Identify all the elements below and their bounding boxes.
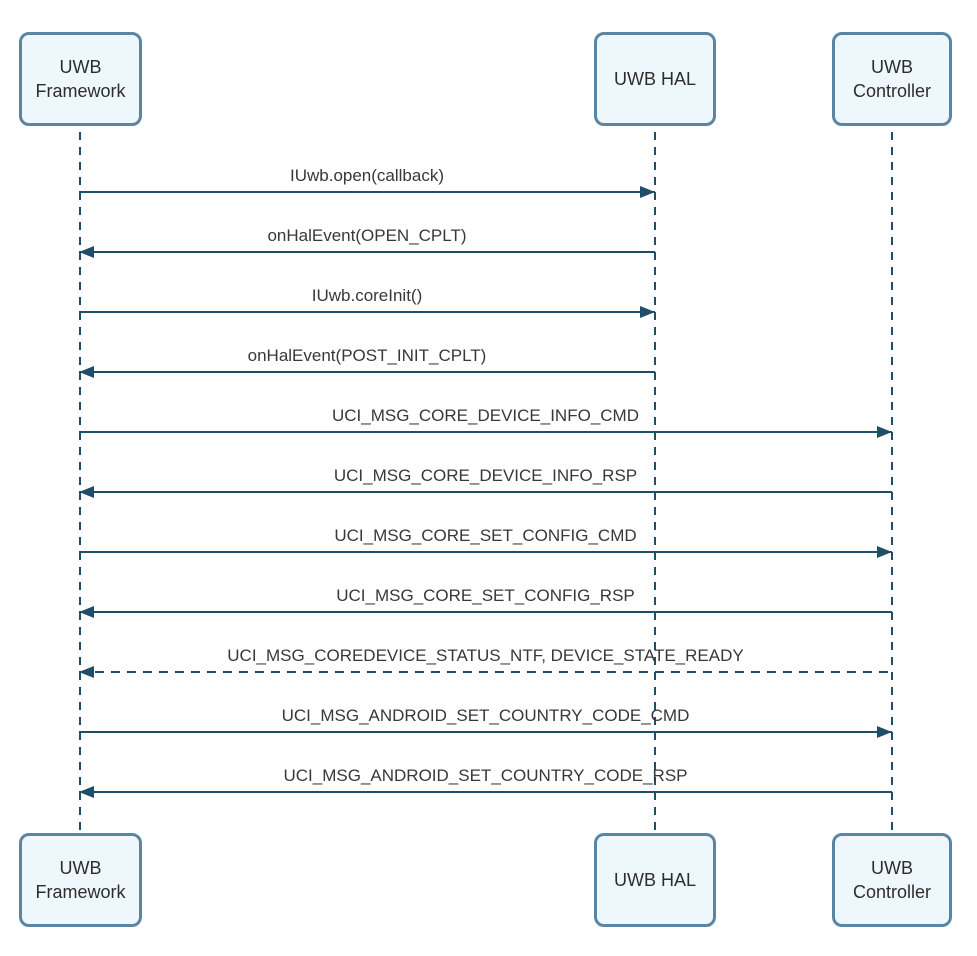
- arrowhead-right-icon: [640, 306, 655, 318]
- message-arrow: [79, 191, 655, 193]
- actor-label: UWB Controller: [852, 56, 932, 101]
- arrowhead-right-icon: [877, 426, 892, 438]
- actor-label: UWB Framework: [35, 857, 126, 902]
- arrowhead-left-icon: [79, 366, 94, 378]
- arrowhead-left-icon: [79, 606, 94, 618]
- actor-uwb-controller-top: UWB Controller: [832, 32, 952, 126]
- actor-label: UWB HAL: [613, 869, 696, 890]
- message-label: onHalEvent(POST_INIT_CPLT): [247, 346, 487, 365]
- message-device-status-ntf: UCI_MSG_COREDEVICE_STATUS_NTF, DEVICE_ST…: [79, 646, 892, 678]
- message-arrow: [79, 311, 655, 313]
- message-iuwb-coreinit: IUwb.coreInit(): [79, 286, 655, 318]
- message-arrow: [79, 551, 892, 553]
- arrowhead-left-icon: [79, 786, 94, 798]
- lifeline-uwb-framework: [79, 132, 81, 833]
- message-label: IUwb.open(callback): [289, 166, 444, 185]
- message-label: UCI_MSG_CORE_SET_CONFIG_CMD: [334, 526, 637, 545]
- actor-uwb-framework-top: UWB Framework: [19, 32, 142, 126]
- message-arrow: [79, 431, 892, 433]
- message-label: UCI_MSG_CORE_DEVICE_INFO_RSP: [333, 466, 638, 485]
- message-android-set-country-code-rsp: UCI_MSG_ANDROID_SET_COUNTRY_CODE_RSP: [79, 766, 892, 798]
- lifeline-uwb-hal: [654, 132, 656, 833]
- arrowhead-left-icon: [79, 486, 94, 498]
- message-core-device-info-cmd: UCI_MSG_CORE_DEVICE_INFO_CMD: [79, 406, 892, 438]
- message-onhalevent-post-init-cplt: onHalEvent(POST_INIT_CPLT): [79, 346, 655, 378]
- message-core-device-info-rsp: UCI_MSG_CORE_DEVICE_INFO_RSP: [79, 466, 892, 498]
- actor-uwb-controller-bottom: UWB Controller: [832, 833, 952, 927]
- arrowhead-right-icon: [877, 546, 892, 558]
- arrowhead-right-icon: [640, 186, 655, 198]
- message-label: UCI_MSG_CORE_SET_CONFIG_RSP: [336, 586, 635, 605]
- actor-label: UWB Framework: [35, 56, 126, 101]
- message-label: onHalEvent(OPEN_CPLT): [267, 226, 467, 245]
- message-iuwb-open: IUwb.open(callback): [79, 166, 655, 198]
- message-label: UCI_MSG_COREDEVICE_STATUS_NTF, DEVICE_ST…: [227, 646, 744, 665]
- actor-label: UWB HAL: [613, 68, 696, 89]
- actor-uwb-hal-top: UWB HAL: [594, 32, 716, 126]
- message-arrow: [79, 611, 892, 613]
- arrowhead-right-icon: [877, 726, 892, 738]
- message-core-set-config-cmd: UCI_MSG_CORE_SET_CONFIG_CMD: [79, 526, 892, 558]
- message-arrow: [79, 251, 655, 253]
- message-android-set-country-code-cmd: UCI_MSG_ANDROID_SET_COUNTRY_CODE_CMD: [79, 706, 892, 738]
- lifeline-uwb-controller: [891, 132, 893, 833]
- message-arrow-dashed: [79, 671, 892, 673]
- actor-uwb-hal-bottom: UWB HAL: [594, 833, 716, 927]
- message-arrow: [79, 791, 892, 793]
- message-arrow: [79, 491, 892, 493]
- message-arrow: [79, 731, 892, 733]
- message-label: UCI_MSG_CORE_DEVICE_INFO_CMD: [331, 406, 639, 425]
- arrowhead-left-icon: [79, 246, 94, 258]
- message-onhalevent-open-cplt: onHalEvent(OPEN_CPLT): [79, 226, 655, 258]
- message-arrow: [79, 371, 655, 373]
- message-label: UCI_MSG_ANDROID_SET_COUNTRY_CODE_RSP: [283, 766, 688, 785]
- actor-label: UWB Controller: [852, 857, 932, 902]
- arrowhead-left-icon: [79, 666, 94, 678]
- message-label: UCI_MSG_ANDROID_SET_COUNTRY_CODE_CMD: [281, 706, 690, 725]
- actor-uwb-framework-bottom: UWB Framework: [19, 833, 142, 927]
- message-core-set-config-rsp: UCI_MSG_CORE_SET_CONFIG_RSP: [79, 586, 892, 618]
- message-label: IUwb.coreInit(): [311, 286, 423, 305]
